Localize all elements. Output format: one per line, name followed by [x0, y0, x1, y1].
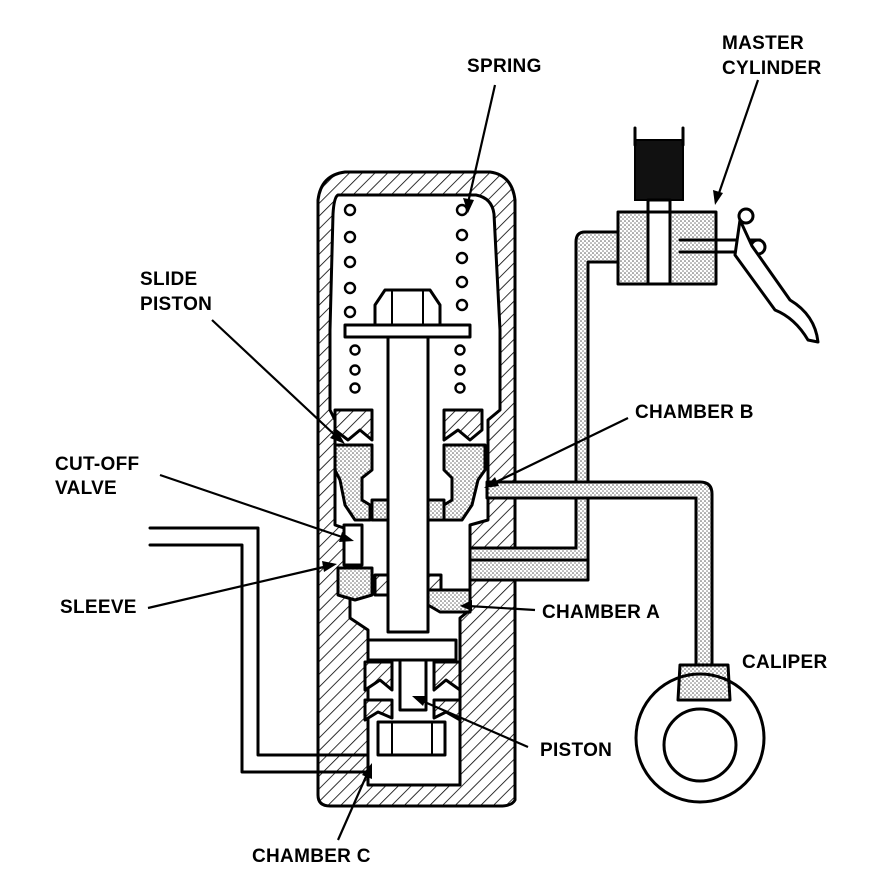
return-pipe	[148, 526, 370, 774]
cut-off-valve-label-line1: CUT-OFF	[55, 454, 139, 475]
lower-piston	[363, 638, 462, 757]
slide-piston	[333, 288, 487, 634]
caliper	[634, 663, 766, 804]
chamber-c-label: CHAMBER C	[252, 846, 371, 867]
slide-piston-label-line1: SLIDE	[140, 269, 197, 290]
chamber-a-label: CHAMBER A	[542, 602, 660, 623]
leader-lines	[147, 79, 760, 841]
caliper-label: CALIPER	[742, 652, 828, 673]
cut-off-valve-label-line2: VALVE	[55, 478, 117, 499]
hydraulic-lines	[468, 230, 714, 668]
master-cylinder	[616, 126, 820, 344]
sleeve-label: SLEEVE	[60, 597, 137, 618]
master-cylinder-label-line1: MASTER	[722, 33, 804, 54]
spring-label: SPRING	[467, 56, 542, 77]
master-cylinder-label-line2: CYLINDER	[722, 58, 822, 79]
cut-off-valve	[336, 523, 472, 614]
piston-label: PISTON	[540, 740, 612, 761]
chamber-b-label: CHAMBER B	[635, 402, 754, 423]
slide-piston-label-line2: PISTON	[140, 294, 212, 315]
